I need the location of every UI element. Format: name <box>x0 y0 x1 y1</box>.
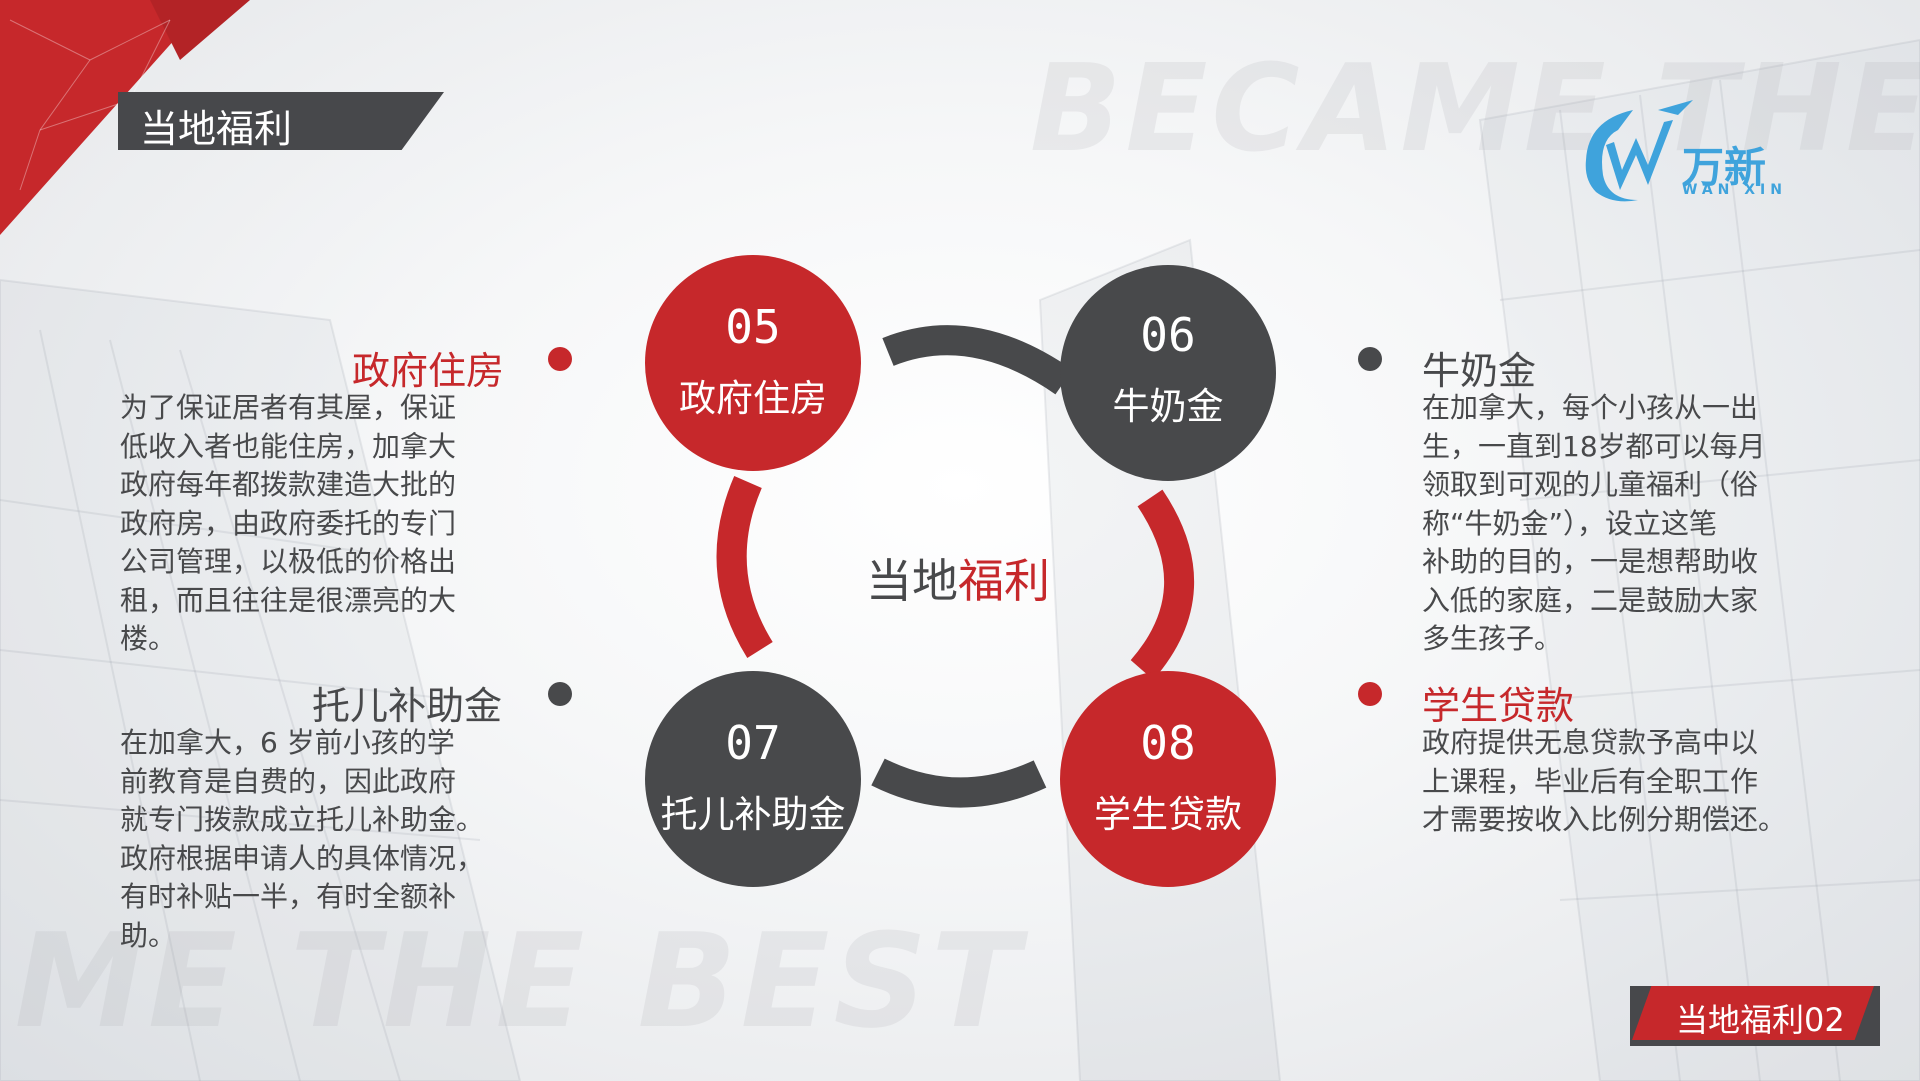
bullet-dot <box>1358 682 1382 706</box>
logo-name-cn: 万新 <box>1682 143 1767 192</box>
circle-name: 托儿补助金 <box>660 793 846 836</box>
circle-name: 政府住房 <box>679 377 827 420</box>
center-title-part2: 福利 <box>958 554 1050 608</box>
circle-number: 08 <box>1140 716 1196 770</box>
footer-label-bg <box>1632 986 1874 1040</box>
loan-text: 政府提供无息贷款予高中以 上课程，毕业后有全职工作 才需要按收入比例分期偿还。 <box>1422 726 1787 836</box>
circle-number: 07 <box>725 716 781 770</box>
milk-heading: 牛奶金 <box>1422 349 1537 393</box>
housing-heading: 政府住房 <box>352 349 505 393</box>
center-title-part1: 当地 <box>866 554 958 608</box>
circle-label-06: 06 牛奶金 <box>1058 308 1278 430</box>
milk-text: 在加拿大，每个小孩从一出 生，一直到18岁都可以每月 领取到可观的儿童福利（俗 … <box>1422 391 1766 655</box>
childcare-heading: 托儿补助金 <box>312 684 503 728</box>
circle-05 <box>645 255 861 471</box>
title-bar <box>118 92 444 150</box>
arc-left <box>716 476 773 658</box>
circle-label-08: 08 学生贷款 <box>1058 716 1278 838</box>
circle-number: 06 <box>1140 308 1196 362</box>
circle-08 <box>1060 671 1276 887</box>
circle-06 <box>1060 265 1276 481</box>
center-title: 当地福利 <box>866 545 1050 611</box>
bullet-dot <box>548 347 572 371</box>
circle-number: 05 <box>725 300 781 354</box>
bullet-dot <box>1358 347 1382 371</box>
logo-name-en: WAN XIN <box>1682 182 1787 198</box>
arc-right <box>1130 489 1195 680</box>
circle-07 <box>645 671 861 887</box>
bullet-dot <box>548 682 572 706</box>
circle-label-07: 07 托儿补助金 <box>643 716 863 838</box>
arc-top <box>882 325 1073 395</box>
housing-text: 为了保证居者有其屋，保证 低收入者也能住房，加拿大 政府每年都拨款建造大批的 政… <box>120 391 457 655</box>
page-title: 当地福利 <box>140 107 293 151</box>
wanxin-logo-icon <box>1585 100 1693 202</box>
circle-name: 学生贷款 <box>1094 793 1242 836</box>
childcare-text: 在加拿大，6 岁前小孩的学 前教育是自费的，因此政府 就专门拨款成立托儿补助金。… <box>120 726 485 952</box>
loan-heading: 学生贷款 <box>1422 684 1575 728</box>
watermark-bottom: AME THE BEST <box>0 905 1024 1057</box>
footer-label: 当地福利02 <box>1676 1001 1845 1039</box>
circle-label-05: 05 政府住房 <box>643 300 863 422</box>
circle-name: 牛奶金 <box>1112 385 1224 428</box>
corner-decoration <box>0 0 210 235</box>
arc-bottom <box>871 758 1047 808</box>
watermark-top: BECAME THE BEST <box>1030 40 1920 179</box>
